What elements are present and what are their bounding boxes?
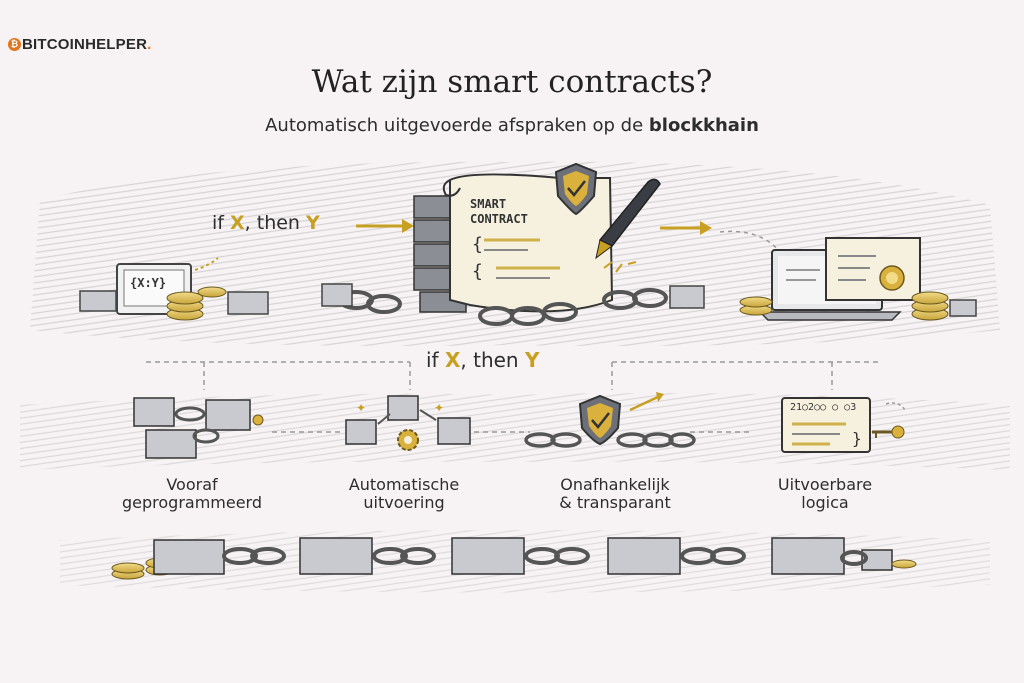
right-coin-stack-icon: [739, 291, 977, 321]
bottom-chain-icon: [111, 537, 917, 580]
brand-dot: .: [147, 36, 152, 53]
left-coin-stack-icon: [166, 286, 227, 321]
feature-line2: uitvoering: [363, 493, 445, 512]
cond-y: Y: [306, 212, 320, 234]
shield-chain-icon: [524, 392, 696, 448]
svg-text:{: {: [472, 261, 483, 282]
bottom-coin-right-icon: [891, 559, 917, 569]
left-arrow-icon: [194, 257, 219, 271]
subtitle-bold: blockkhain: [648, 115, 759, 136]
linked-blocks-icon: [133, 397, 264, 459]
center-chain-icon: [338, 288, 668, 326]
key-icon: [872, 425, 905, 439]
gear-blocks-icon: ✦ ✦: [345, 395, 471, 451]
cond-then: , then: [460, 348, 519, 372]
smart-contract-label: SMART CONTRACT: [470, 197, 560, 227]
condition-label-middle: if X, then Y: [426, 348, 539, 372]
feature-line1: Automatische: [348, 475, 460, 494]
svg-text:✦: ✦: [434, 401, 444, 415]
arrow-right-2-icon: [660, 221, 712, 235]
feature-line2: & transparant: [559, 493, 671, 512]
terminal-text: 21○2○○ ○ ○3: [790, 402, 857, 413]
server-stack-icon: [413, 195, 467, 313]
arrow-right-icon: [356, 219, 414, 233]
chain-background-wash: [60, 530, 990, 593]
cond-if: if: [212, 212, 224, 234]
feature-independent-transparent: Onafhankelijk & transparant: [515, 476, 715, 512]
brand-logo[interactable]: ₿BITCOINHELPER.: [8, 36, 151, 53]
svg-text:{: {: [472, 234, 483, 255]
bitcoin-logo-icon: ₿: [8, 38, 21, 51]
pen-icon: [595, 178, 661, 273]
shield-check-icon: [554, 162, 598, 216]
sc-line2: CONTRACT: [470, 212, 528, 226]
page-title: Wat zijn smart contracts?: [311, 64, 713, 100]
brand-name: BITCOINHELPER: [22, 36, 148, 53]
cond-then: , then: [244, 212, 300, 234]
feature-line1: Uitvoerbare: [777, 475, 873, 494]
condition-label-top: if X, then Y: [212, 212, 320, 234]
feature-preprogrammed: Vooraf geprogrammeerd: [92, 476, 292, 512]
feature-line1: Vooraf: [166, 475, 218, 494]
svg-text:}: }: [852, 429, 862, 448]
page-subtitle: Automatisch uitgevoerde afspraken op de …: [0, 115, 1024, 136]
svg-text:✦: ✦: [356, 401, 366, 415]
sc-line1: SMART: [470, 197, 507, 211]
cond-y: Y: [524, 348, 540, 372]
feature-executable-logic: Uitvoerbare logica: [725, 476, 925, 512]
feature-line2: logica: [801, 493, 849, 512]
center-side-blocks-icon: [321, 283, 705, 309]
left-block-icon: [79, 290, 269, 315]
cond-x: X: [444, 348, 461, 372]
feature-automatic-execution: Automatische uitvoering: [304, 476, 504, 512]
left-terminal-code: {X:Y}: [130, 276, 167, 290]
connector-lines: [146, 361, 880, 433]
subtitle-text: Automatisch uitgevoerde afspraken op de: [265, 115, 649, 136]
dashed-arc: [719, 230, 781, 253]
terminal-key-icon: }: [781, 397, 907, 453]
certificate-icon: [825, 237, 921, 301]
feature-line2: geprogrammeerd: [121, 493, 263, 512]
feature-line1: Onafhankelijk: [560, 475, 670, 494]
cond-x: X: [230, 212, 245, 234]
cond-if: if: [426, 348, 439, 372]
